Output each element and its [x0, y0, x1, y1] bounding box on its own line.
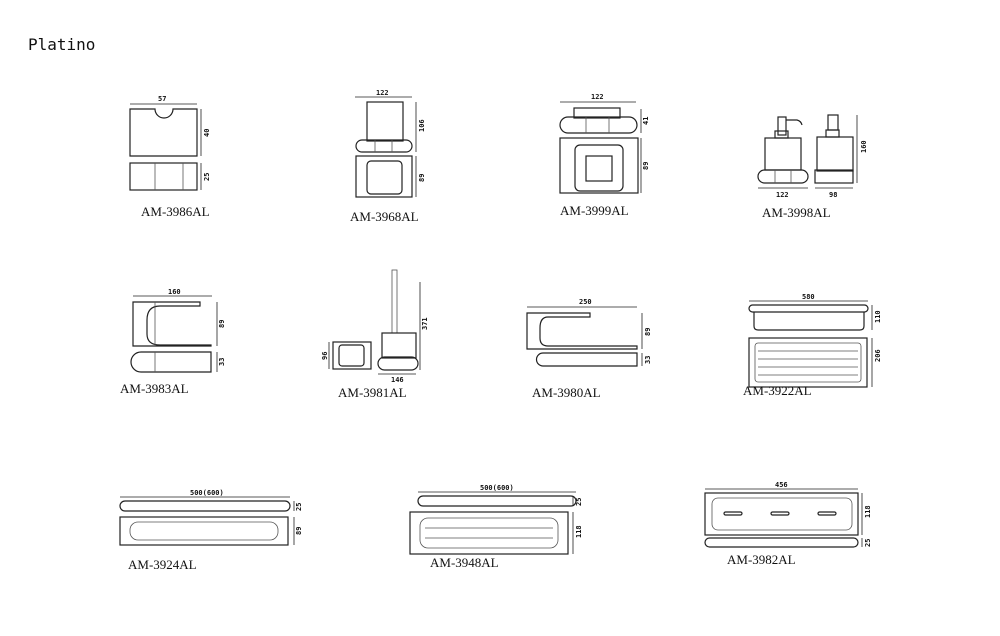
dim-width: 122 — [591, 93, 604, 101]
towel-ring — [526, 312, 638, 350]
dim-width: 456 — [775, 481, 788, 489]
dim-depth: 89 — [418, 174, 426, 182]
paper-holder — [132, 301, 212, 347]
robe-hook-side-view — [129, 162, 198, 191]
dim-height: 25 — [295, 503, 303, 511]
product-code: AM-3968AL — [350, 209, 419, 224]
dim-height: 41 — [642, 117, 650, 125]
product-am-3968al: 122 106 89 AM-3968AL — [350, 89, 426, 224]
dispenser-alt — [816, 136, 854, 172]
dim-width: 122 — [376, 89, 389, 97]
dim-depth: 89 — [295, 527, 303, 535]
robe-hook-top-view — [129, 108, 198, 157]
dim-depth: 33 — [644, 356, 652, 364]
dim-width: 160 — [168, 288, 181, 296]
soap-dish-top-view — [559, 137, 639, 194]
brush-handle — [391, 269, 398, 334]
product-am-3999al: 122 41 89 AM-3999AL — [559, 93, 650, 218]
product-am-3980al: 250 89 33 AM-3980AL — [526, 298, 652, 400]
dim-height: 40 — [203, 129, 211, 137]
product-code: AM-3998AL — [762, 205, 831, 220]
product-am-3924al: 500(600) 25 89 AM-3924AL — [119, 489, 303, 572]
soap-dispenser — [764, 137, 802, 171]
dim-height: 25 — [575, 498, 583, 506]
product-code: AM-3999AL — [560, 203, 629, 218]
glass-shelf-top-view — [704, 492, 859, 536]
brush-holder-top-view — [332, 341, 372, 370]
dim-height: 160 — [860, 140, 868, 153]
dim-width: 122 — [776, 191, 789, 199]
product-code: AM-3980AL — [532, 385, 601, 400]
product-code: AM-3983AL — [120, 381, 189, 396]
dim-width: 500(600) — [190, 489, 224, 497]
product-code: AM-3922AL — [743, 383, 812, 398]
dim-depth: 25 — [864, 539, 872, 547]
product-am-3982al: 456 118 25 AM-3982AL — [704, 481, 872, 567]
towel-shelf-side — [417, 495, 577, 507]
product-code: AM-3981AL — [338, 385, 407, 400]
shelf-top-view — [748, 337, 868, 388]
dim-depth: 96 — [321, 352, 329, 360]
product-am-3981al: 96 371 146 AM-3981AL — [321, 269, 429, 400]
towel-bar-top-view — [119, 516, 289, 546]
product-am-3948al: 500(600) 25 118 AM-3948AL — [409, 484, 583, 570]
product-code: AM-3986AL — [141, 204, 210, 219]
dim-width: 250 — [579, 298, 592, 306]
dim-height: 89 — [644, 328, 652, 336]
dim-width: 57 — [158, 95, 166, 103]
product-am-3922al: 580 110 206 AM-3922AL — [743, 293, 882, 398]
tumbler — [366, 101, 404, 142]
shelf-side — [748, 304, 869, 313]
dim-width: 580 — [802, 293, 815, 301]
product-code: AM-3924AL — [128, 557, 197, 572]
dim-depth: 118 — [575, 525, 583, 538]
dim-height: 118 — [864, 505, 872, 518]
glass-shelf-side — [704, 537, 859, 548]
page-title: Platino — [28, 35, 95, 54]
dim-depth: 33 — [218, 358, 226, 366]
dim-depth: 206 — [874, 349, 882, 362]
towel-bar-side — [119, 500, 291, 512]
product-am-3983al: 160 89 33 AM-3983AL — [120, 288, 226, 396]
dim-height: 371 — [421, 317, 429, 330]
product-code: AM-3982AL — [727, 552, 796, 567]
dim-height: 110 — [874, 310, 882, 323]
dim-height: 89 — [218, 320, 226, 328]
product-code: AM-3948AL — [430, 555, 499, 570]
dim-depth: 89 — [642, 162, 650, 170]
dim-width: 500(600) — [480, 484, 514, 492]
product-am-3998al: 122 98 160 AM-3998AL — [757, 114, 868, 220]
dim-width: 146 — [391, 376, 404, 384]
holder-top-view — [355, 155, 413, 198]
product-am-3986al: 57 40 25 AM-3986AL — [129, 95, 211, 219]
soap-dish-side — [559, 116, 638, 134]
dim-height: 106 — [418, 119, 426, 132]
dim-depth: 25 — [203, 173, 211, 181]
towel-shelf-top-view — [409, 511, 569, 555]
dim-width-alt: 98 — [829, 191, 837, 199]
